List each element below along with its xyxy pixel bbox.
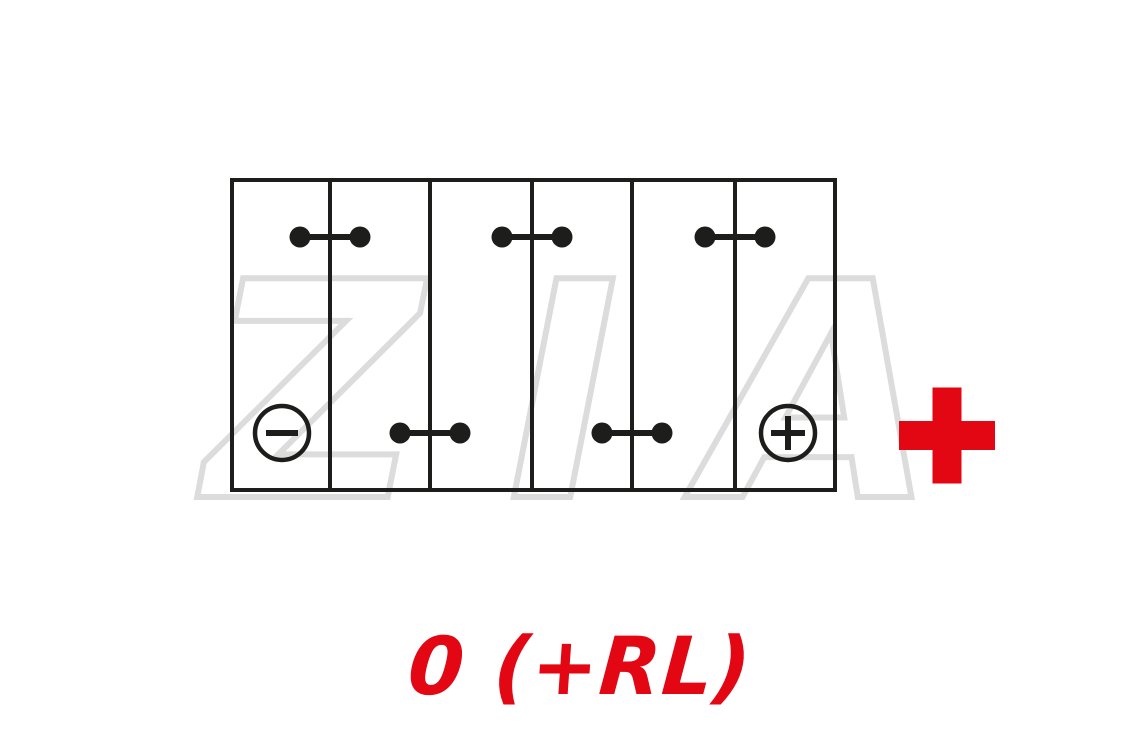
negative-terminal-icon (252, 403, 312, 463)
positive-pole-marker-icon (899, 387, 995, 484)
polarity-code-label: 0 (+RL) (405, 620, 755, 713)
cell-connectors (289, 226, 776, 444)
connector-dot (551, 226, 573, 248)
connector-dot (389, 422, 411, 444)
connector-dot (591, 422, 613, 444)
connector-dot (754, 226, 776, 248)
connector-dot (449, 422, 471, 444)
negative-terminal-circle (252, 403, 312, 463)
positive-terminal-circle (758, 403, 818, 463)
connector-dot (289, 226, 311, 248)
watermark-logo: ZIA (193, 216, 1022, 571)
positive-terminal-icon (758, 403, 818, 463)
plus-marker-vertical-bar (932, 387, 962, 484)
connector-dot (491, 226, 513, 248)
connector-dot (349, 226, 371, 248)
connector-dot (651, 422, 673, 444)
watermark-text: ZIA (196, 219, 1022, 568)
battery-outline (230, 178, 837, 492)
connector-dot (694, 226, 716, 248)
